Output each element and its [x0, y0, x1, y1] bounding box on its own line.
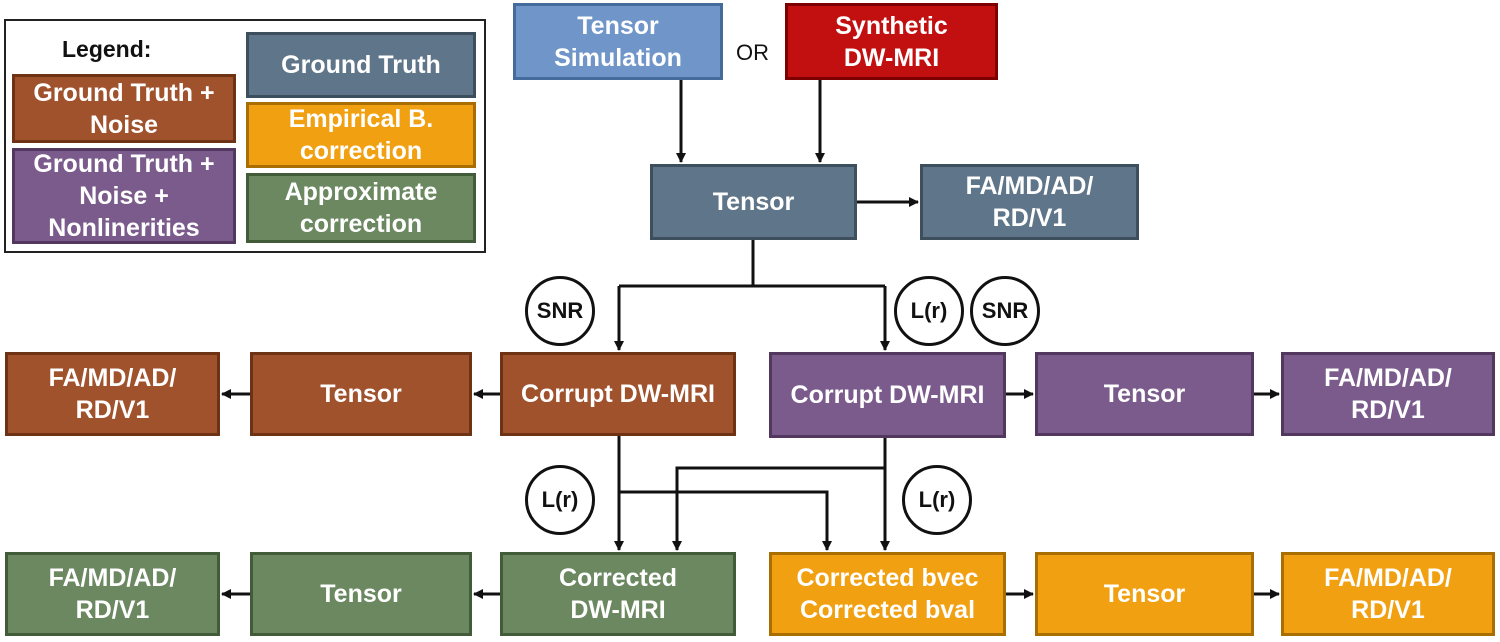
- ground-truth-metrics-line2: RD/V1: [992, 204, 1067, 232]
- tensor-simulation-line2: Simulation: [554, 43, 682, 72]
- synthetic-dwmri-node: Synthetic DW-MRI: [785, 3, 998, 80]
- nonlin-metrics-line2: RD/V1: [1351, 396, 1425, 424]
- synthetic-line2: DW-MRI: [843, 43, 940, 72]
- approx-metrics-line2: RD/V1: [75, 596, 150, 624]
- lr-circle-bottom-right: L(r): [902, 465, 972, 535]
- approx-tensor-node: Tensor: [250, 552, 472, 636]
- ground-truth-metrics-line1: FA/MD/AD/: [965, 172, 1094, 200]
- legend-gt-noise-line2: Noise: [89, 110, 159, 139]
- legend-gt-noise-nonlin: Ground Truth + Noise + Nonlinerities: [12, 148, 236, 244]
- noise-metrics-node: FA/MD/AD/ RD/V1: [5, 352, 220, 436]
- legend-gt-noise: Ground Truth + Noise: [12, 74, 236, 143]
- empirical-metrics-line2: RD/V1: [1351, 596, 1425, 624]
- corrected-dwmri-line2: DW-MRI: [570, 596, 666, 624]
- empirical-metrics-line1: FA/MD/AD/: [1324, 564, 1452, 592]
- noise-corrupt-node: Corrupt DW-MRI: [500, 352, 736, 436]
- empirical-metrics-node: FA/MD/AD/ RD/V1: [1281, 552, 1495, 636]
- nonlin-metrics-node: FA/MD/AD/ RD/V1: [1281, 352, 1495, 436]
- arrow-left-corrupt-to-bvec: [619, 490, 832, 551]
- legend-empirical: Empirical B. correction: [246, 102, 476, 168]
- nonlin-tensor-node: Tensor: [1035, 352, 1254, 436]
- or-label: OR: [736, 40, 769, 65]
- lr-circle-bottom-left: L(r): [525, 465, 595, 535]
- corrected-dwmri-line1: Corrected: [558, 564, 678, 592]
- legend-approximate-line2: correction: [299, 210, 423, 238]
- nonlin-tensor-label: Tensor: [1103, 380, 1186, 408]
- empirical-tensor-label: Tensor: [1103, 580, 1186, 608]
- legend-gt-noise-line1: Ground Truth +: [33, 78, 215, 107]
- nonlin-metrics-line1: FA/MD/AD/: [1324, 364, 1452, 392]
- noise-metrics-line1: FA/MD/AD/: [48, 364, 177, 392]
- corrected-bvec-node: Corrected bvec Corrected bval: [769, 552, 1006, 636]
- approx-metrics-line1: FA/MD/AD/: [48, 564, 177, 592]
- noise-metrics-line2: RD/V1: [75, 396, 150, 424]
- corrected-dwmri-node: Corrected DW-MRI: [500, 552, 736, 636]
- tensor-simulation-node: Tensor Simulation: [513, 3, 723, 80]
- approx-metrics-node: FA/MD/AD/ RD/V1: [5, 552, 220, 636]
- approx-tensor-label: Tensor: [320, 580, 402, 608]
- arrow-right-corrupt-to-dwmri: [672, 438, 887, 551]
- tensor-simulation-line1: Tensor: [577, 11, 659, 40]
- legend-title: Legend:: [62, 36, 152, 62]
- noise-tensor-label: Tensor: [320, 380, 402, 408]
- empirical-tensor-node: Tensor: [1035, 552, 1254, 636]
- snr-circle-right: SNR: [970, 276, 1040, 346]
- corrected-bvec-line1: Corrected bvec: [796, 564, 979, 592]
- corrected-bvec-line2: Corrected bval: [799, 596, 976, 624]
- legend-empirical-line1: Empirical B.: [288, 105, 434, 133]
- legend-empirical-line2: correction: [299, 137, 423, 165]
- ground-truth-metrics-node: FA/MD/AD/ RD/V1: [920, 164, 1139, 240]
- legend-gt-noise-nonlin-line2: Noise +: [79, 182, 169, 210]
- lr-circle-right: L(r): [894, 276, 964, 346]
- snr-circle-left: SNR: [525, 276, 595, 346]
- nonlin-corrupt-node: Corrupt DW-MRI: [769, 352, 1006, 438]
- legend-gt-noise-nonlin-line3: Nonlinerities: [48, 214, 200, 242]
- ground-truth-tensor-label: Tensor: [712, 188, 795, 216]
- legend-gt-noise-nonlin-line1: Ground Truth +: [33, 150, 215, 178]
- legend-approximate-line1: Approximate: [284, 178, 438, 206]
- legend-approximate: Approximate correction: [246, 173, 476, 243]
- legend-ground-truth-label: Ground Truth: [281, 51, 441, 79]
- synthetic-line1: Synthetic: [835, 11, 948, 40]
- ground-truth-tensor-node: Tensor: [650, 164, 857, 240]
- noise-corrupt-label: Corrupt DW-MRI: [521, 380, 715, 408]
- legend-ground-truth: Ground Truth: [246, 32, 476, 98]
- nonlin-corrupt-label: Corrupt DW-MRI: [790, 381, 985, 409]
- noise-tensor-node: Tensor: [250, 352, 472, 436]
